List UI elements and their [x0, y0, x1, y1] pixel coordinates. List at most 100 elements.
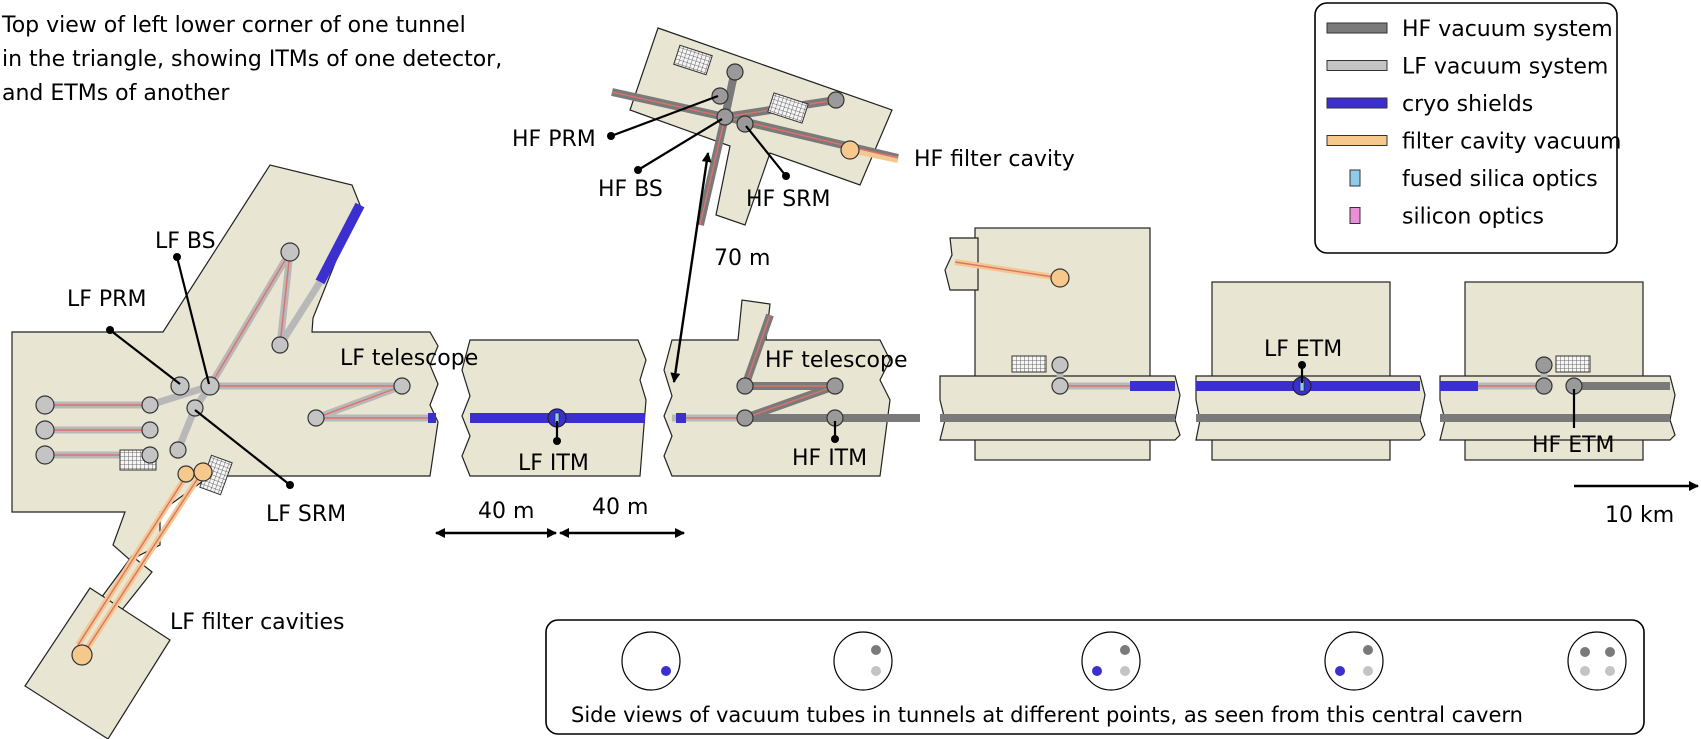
pointer-lf-bs: [175, 256, 211, 385]
legend-label-1: LF vacuum system: [1402, 55, 1608, 80]
pointer-hf-srm: [745, 125, 787, 177]
lf-tube-z-upper: [277, 280, 323, 347]
lf-tank-fc-2: [177, 465, 195, 483]
component-labels: LF BS LF PRM LF SRM LF telescope LF filt…: [67, 127, 1615, 635]
lf-itm-cavern: [461, 339, 647, 477]
label-lf-bs: LF BS: [155, 229, 216, 254]
lf-tank-r3: [141, 446, 159, 464]
side-views-caption: Side views of vacuum tubes in tunnels at…: [571, 703, 1523, 727]
hf-tel-tank-1: [736, 377, 754, 395]
dim-arrow-3: [670, 152, 712, 383]
side-view-3-cryo: [1092, 666, 1102, 676]
dim-label-4: 10 km: [1605, 503, 1674, 528]
far-tank-2: [1051, 377, 1069, 395]
lf-tank-l1: [35, 395, 55, 415]
label-lf-srm: LF SRM: [266, 502, 346, 527]
pointer-lf-srm: [194, 409, 291, 486]
legend-swatch-5: [1349, 207, 1361, 224]
label-lf-filter-cavities: LF filter cavities: [170, 610, 345, 635]
far-fc-beam: [954, 261, 1061, 279]
lf-tank-tel-2: [307, 409, 325, 427]
hf-beam-left: [611, 91, 726, 118]
pointer-dot-hf-prm: [607, 132, 615, 140]
lf-fc-end-cavern: [24, 587, 171, 739]
legend-swatch-0: [1326, 22, 1388, 34]
hf-tank-srm: [736, 115, 754, 133]
hf-tank-fc: [840, 140, 860, 160]
hf-beam-right: [724, 116, 899, 159]
dim-label-3: 70 m: [714, 246, 770, 271]
far-tunnel-1: [939, 375, 1181, 441]
lf-tank-srm2: [169, 441, 187, 459]
lf-beam-up: [209, 251, 291, 387]
label-lf-etm: LF ETM: [1264, 337, 1342, 362]
side-view-4-lf: [1363, 666, 1373, 676]
pointer-dot-lf-srm: [286, 481, 294, 489]
label-hf-etm: HF ETM: [1532, 433, 1615, 458]
side-view-3: [1081, 631, 1141, 691]
far-tank-1: [1051, 356, 1069, 374]
side-view-5-hf-2: [1605, 647, 1615, 657]
side-view-2: [833, 631, 893, 691]
label-lf-itm: LF ITM: [518, 451, 589, 476]
lf-tank-l2: [35, 420, 55, 440]
side-view-5-lf-1: [1580, 666, 1590, 676]
title-block: Top view of left lower corner of one tun…: [1, 13, 502, 106]
label-hf-itm: HF ITM: [792, 446, 867, 471]
lf-itm-section: [461, 339, 647, 477]
hf-telescope-section: [663, 299, 920, 477]
lf-tank-r1: [141, 396, 159, 414]
side-view-4: [1324, 631, 1384, 691]
lf-tank-tel-1: [393, 377, 411, 395]
lf-fc-beam-2: [77, 469, 191, 646]
side-view-3-hf: [1120, 645, 1130, 655]
pointer-hf-bs: [637, 118, 723, 171]
pointer-lines: [106, 94, 1576, 489]
legend-label-2: cryo shields: [1402, 92, 1533, 117]
lf-etm-section: [1195, 281, 1426, 461]
hf-etm-tunnel: [1439, 375, 1676, 441]
hf-etm-tank-2: [1535, 377, 1553, 395]
label-hf-filter-cavity: HF filter cavity: [914, 147, 1075, 172]
hf-tank-end: [827, 91, 845, 109]
pointer-dot-hf-bs: [634, 166, 642, 174]
lf-tank-l3: [35, 445, 55, 465]
side-view-1: [621, 631, 681, 691]
side-view-4-hf: [1363, 645, 1373, 655]
hf-tel-tank-2: [826, 377, 844, 395]
title-line-1: Top view of left lower corner of one tun…: [1, 13, 466, 38]
far-optics-table-1: [1011, 355, 1047, 373]
legend-swatch-2: [1326, 97, 1388, 109]
side-view-4-cryo: [1335, 666, 1345, 676]
pointer-dot-hf-srm: [782, 172, 790, 180]
label-hf-bs: HF BS: [598, 177, 663, 202]
lf-tank-fc-1: [193, 462, 213, 482]
hf-tank-prm: [711, 87, 729, 105]
pointer-dot-lf-bs: [173, 253, 181, 261]
lf-tank-r2: [141, 421, 159, 439]
pointer-hf-prm: [610, 94, 719, 138]
lf-central-cavern: [11, 164, 439, 739]
pointer-dot-lf-etm: [1298, 361, 1306, 369]
hf-etm-optics-table: [1555, 355, 1591, 373]
dim-label-2: 40 m: [592, 495, 648, 520]
legend-swatch-1: [1326, 60, 1388, 71]
legend-swatch-3: [1326, 135, 1388, 146]
pointer-dot-lf-itm: [553, 437, 561, 445]
lf-cryo-upper: [315, 202, 365, 285]
side-view-5-hf-1: [1580, 647, 1590, 657]
hf-optics-table-1: [673, 44, 713, 76]
side-view-1-cryo: [661, 666, 671, 676]
hf-tel-tank-3: [736, 409, 754, 427]
hf-optics-table-2: [767, 92, 809, 124]
side-view-3-lf: [1120, 666, 1130, 676]
legend-label-4: fused silica optics: [1402, 167, 1598, 192]
hf-etm-section: [1439, 281, 1676, 461]
lf-etm-tunnel: [1195, 375, 1426, 441]
legend-label-3: filter cavity vacuum: [1402, 130, 1621, 155]
hf-tank-bs: [716, 108, 734, 126]
side-view-2-lf: [871, 666, 881, 676]
